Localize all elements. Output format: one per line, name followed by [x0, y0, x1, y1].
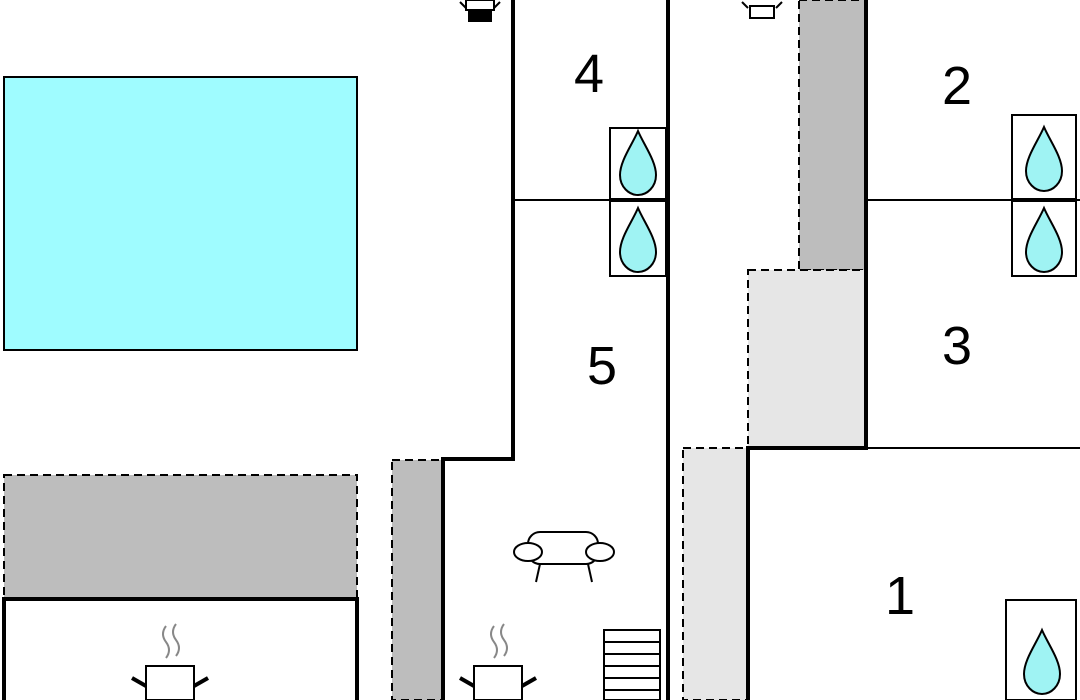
room-number-2: 2 — [942, 56, 972, 116]
room-number-1: 1 — [885, 566, 915, 626]
stairs-icon — [603, 629, 661, 700]
room-number-4: 4 — [574, 44, 604, 104]
bathroom-room-1 — [1005, 599, 1077, 700]
cooking-pot-icon — [459, 623, 537, 700]
fireplace-icon — [459, 0, 501, 22]
bathroom-room-2 — [1011, 114, 1077, 200]
swimming-pool — [3, 76, 358, 351]
fireplace-icon — [741, 1, 783, 19]
terrace-light-upper — [747, 269, 866, 449]
terrace-strip-top — [798, 0, 866, 271]
bathroom-room-3 — [1011, 200, 1077, 277]
armchair-icon — [513, 531, 615, 583]
terrace-light-lower — [682, 447, 749, 700]
terrace-strip-left — [391, 459, 444, 700]
bathroom-room-4 — [609, 127, 667, 200]
room-number-5: 5 — [587, 336, 617, 396]
room-number-3: 3 — [942, 316, 972, 376]
cooking-pot-icon — [131, 623, 209, 700]
terrace-left — [3, 474, 358, 599]
bathroom-room-5 — [609, 200, 667, 277]
